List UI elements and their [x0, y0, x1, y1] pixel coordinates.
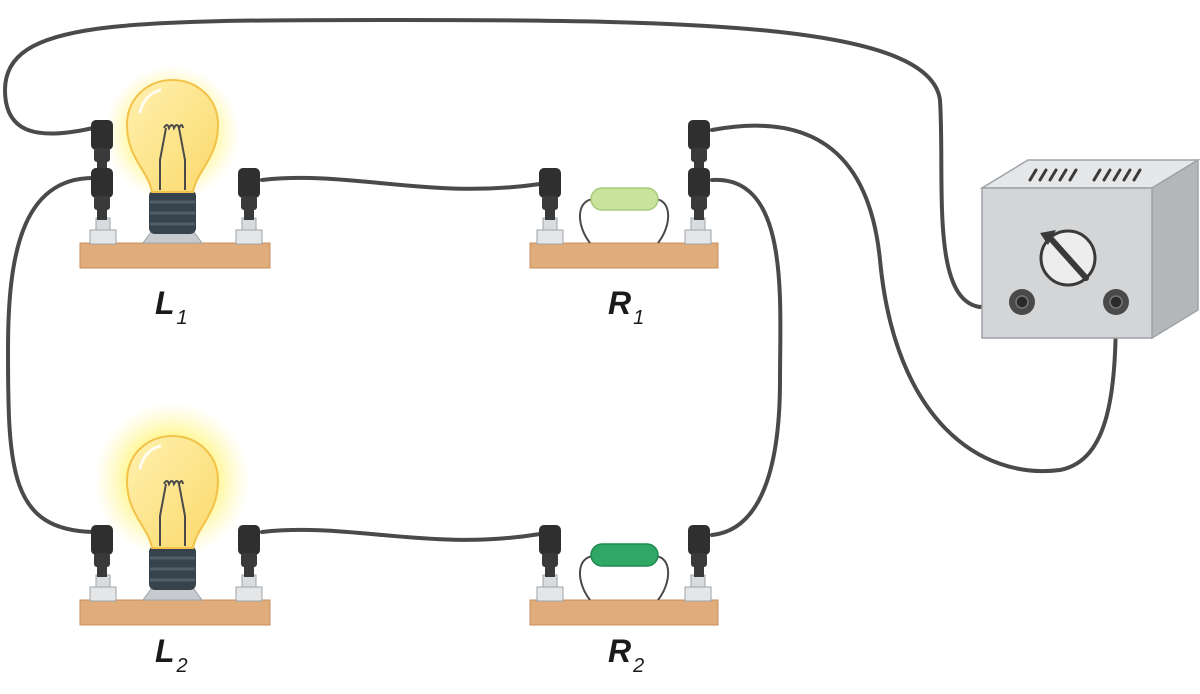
clip-icon [688, 168, 710, 220]
board [529, 599, 719, 626]
label-subscript: 1 [176, 307, 188, 329]
bulb-l1-assembly [79, 65, 271, 269]
label-subscript: 2 [176, 655, 188, 677]
label-letter: L [155, 633, 175, 669]
knob-icon [1039, 229, 1097, 287]
clip-icon [539, 525, 561, 577]
post-left [536, 574, 564, 602]
clip-icon [91, 120, 113, 172]
supply-side [1151, 158, 1199, 340]
wire-l1-to-l2 [5, 176, 95, 534]
clip-icon [539, 168, 561, 220]
board [529, 242, 719, 269]
post-left [89, 574, 117, 602]
light-bulb-icon [125, 78, 220, 244]
wire-l2-to-r2 [260, 527, 542, 542]
label-subscript: 2 [633, 655, 645, 677]
vent-icon [1028, 168, 1142, 182]
resistor-r2-assembly [529, 525, 719, 626]
bulb-l2-assembly [79, 402, 271, 626]
label-letter: L [155, 285, 175, 321]
clip-icon [688, 120, 710, 172]
clip-icon [688, 525, 710, 577]
clip-icon [91, 525, 113, 577]
terminal-left-icon [1009, 289, 1035, 315]
clip-icon [91, 168, 113, 220]
clip-icon [238, 168, 260, 220]
resistor-icon [578, 543, 670, 601]
post-right [235, 574, 263, 602]
post-left [536, 217, 564, 245]
post-right [684, 217, 712, 245]
label-subscript: 1 [633, 307, 645, 329]
light-bulb-icon [125, 434, 220, 601]
post-left [89, 217, 117, 245]
resistor-r1-assembly [529, 120, 719, 269]
wire-r1-to-supply-right [710, 123, 1118, 473]
label-letter: R [608, 285, 632, 321]
wire-l1-to-supply-left [2, 17, 1018, 310]
power-supply [979, 158, 1200, 340]
board [79, 599, 271, 626]
terminal-right-icon [1103, 289, 1129, 315]
wire-l1-to-r1 [260, 175, 542, 191]
label-letter: R [608, 633, 632, 669]
resistor-icon [578, 187, 670, 244]
board [79, 242, 271, 269]
wires [2, 17, 1118, 542]
post-right [684, 574, 712, 602]
clip-icon [238, 525, 260, 577]
post-right [235, 217, 263, 245]
wire-r1-to-r2 [710, 177, 783, 537]
